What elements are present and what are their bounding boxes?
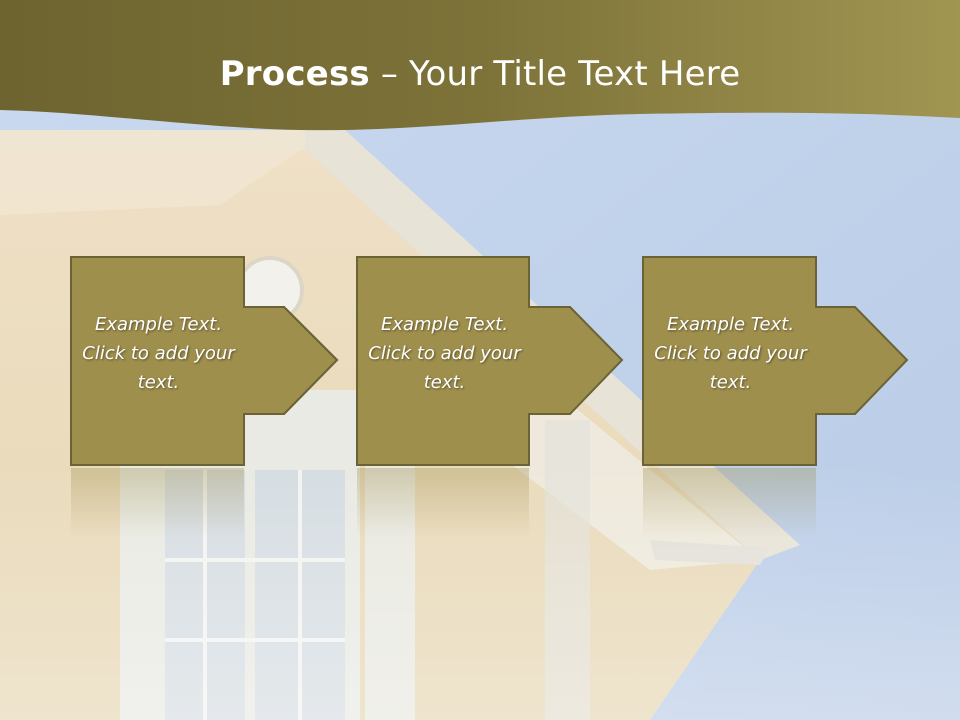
step-1-box[interactable]: Example Text. Click to add your text.: [71, 256, 246, 466]
step-2-text: Example Text. Click to add your text.: [368, 314, 521, 393]
step-1-text: Example Text. Click to add your text.: [82, 314, 235, 393]
step-3-box[interactable]: Example Text. Click to add your text.: [643, 256, 818, 466]
step-1-reflection: [71, 468, 244, 538]
step-3-shape: [642, 256, 909, 466]
step-3-reflection: [643, 468, 816, 538]
step-2-shape: [356, 256, 624, 466]
title-bold: Process: [219, 54, 370, 94]
step-1-arrow: [70, 256, 339, 466]
slide-title[interactable]: Process – Your Title Text Here: [0, 52, 960, 96]
step-2-box[interactable]: Example Text. Click to add your text.: [357, 256, 532, 466]
title-rest: – Your Title Text Here: [369, 54, 741, 94]
step-3-text: Example Text. Click to add your text.: [654, 314, 807, 393]
step-2-reflection: [357, 468, 529, 538]
